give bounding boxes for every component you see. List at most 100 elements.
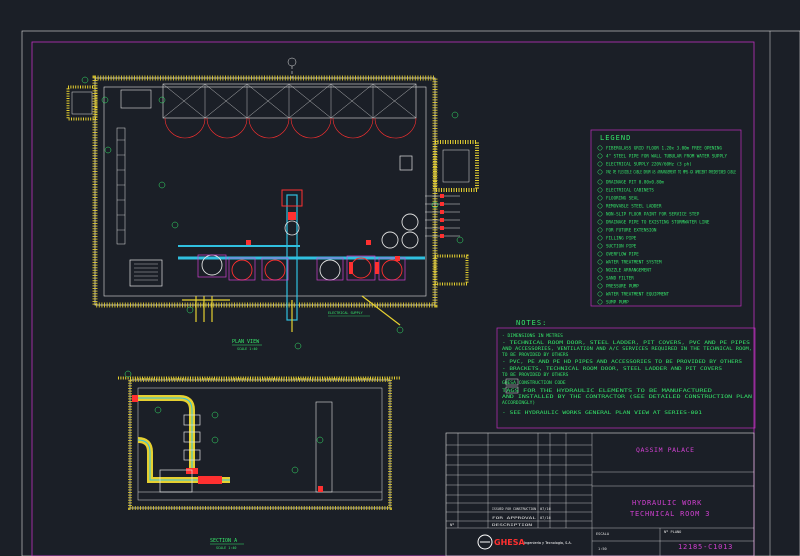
drawing-number-label: Nº PLANO — [664, 530, 681, 534]
plan-yellow-pipes — [182, 295, 401, 332]
section-balloons — [124, 370, 324, 474]
section-pump-unit — [159, 469, 193, 493]
notes-line: ACCORDINGLY) — [502, 400, 535, 406]
legend-item: FIBERGLASS GRID FLOOR 1.20x 3.00m FREE O… — [606, 146, 722, 151]
project-name: QASSIM PALACE — [636, 446, 695, 454]
notes-line: TO BE PROVIDED BY OTHERS — [502, 372, 569, 378]
plan-left-pit-inner — [71, 91, 93, 115]
legend-item: NON-SLIP FLOOR PAINT FOR SERVICE STEP — [606, 212, 700, 217]
section-view-title: SECTION A — [210, 538, 237, 544]
notes-line: TO BE PROVIDED BY OTHERS — [502, 352, 569, 358]
legend-item: ELECTRICAL SUPPLY 220V/60Hz (3 ph) — [606, 162, 692, 167]
plan-view: ELECTRICAL SUPPLY PLAN VIEW SCALE 1:40 — [66, 57, 479, 351]
legend-item: SAND FILTER — [606, 276, 634, 281]
section-main-pipe — [132, 395, 195, 470]
outer-drawing-frame — [21, 30, 800, 556]
plan-tank-box — [120, 89, 152, 109]
notes-line: GHESA CONSTRUCTION CODE — [502, 380, 566, 386]
drawing-title-line-1: HYDRAULIC WORK — [632, 499, 702, 507]
plan-cabinet-lines — [134, 263, 158, 281]
section-lower-pipe-core — [137, 439, 230, 481]
legend-item: FOR FUTURE EXTENSION — [606, 228, 657, 233]
legend-panel: LEGEND FIBERGLASS GRID FLOOR 1.20x 3.00m… — [590, 129, 742, 307]
plan-inner-wall — [103, 86, 427, 297]
section-view-scale: SCALE 1:40 — [216, 546, 236, 550]
plan-riser-valve-top — [281, 189, 303, 207]
notes-line: AND ACCESSORIES, VENTILATION AND A/C SER… — [502, 346, 752, 352]
notes-frame — [496, 327, 756, 429]
legend-item: PRESSURE PUMP — [606, 284, 639, 289]
plan-wall-hatch — [92, 75, 438, 308]
legend-swatches — [597, 145, 603, 305]
plan-electrical-cabinet — [129, 259, 163, 287]
revision-no-label: Nº — [450, 523, 454, 527]
revision-date-1: 07/16 — [540, 507, 551, 511]
legend-item: FILLING PIPE — [606, 236, 637, 241]
notes-line: - PVC, PE AND PE HD PIPES AND ACCESSORIE… — [502, 359, 742, 365]
plan-view-title: PLAN VIEW — [232, 339, 260, 345]
notes-line: AND INSTALLED BY THE CONTRACTOR (SEE DET… — [502, 394, 752, 400]
notes-line: - BRACKETS, TECHNICAL ROOM DOOR, STEEL L… — [502, 366, 722, 372]
legend-item: WATER TREATMENT SYSTEM — [606, 260, 662, 265]
plan-callout-label: ELECTRICAL SUPPLY — [328, 311, 363, 315]
company-name: Ingeniería y Tecnología, S.A. — [524, 541, 572, 545]
notes-title: NOTES: — [516, 319, 547, 327]
legend-item: SUCTION PIPE — [606, 244, 637, 249]
legend-item: ELECTRICAL CABINETS — [606, 188, 654, 193]
plan-door-swings — [164, 117, 417, 139]
plan-balloons — [81, 76, 464, 350]
plan-right-pit-inner — [442, 149, 470, 183]
drawing-scale: 1:50 — [598, 547, 607, 551]
legend-item: OVERFLOW PIPE — [606, 252, 639, 257]
plan-grid-floor — [162, 83, 417, 119]
notes-line: - SEE HYDRAULIC WORKS GENERAL PLAN VIEW … — [502, 410, 702, 416]
notes-line: TAGS FOR THE HYDRAULIC ELEMENTS TO BE MA… — [502, 388, 712, 394]
section-valves — [183, 414, 201, 461]
plan-right-pit — [433, 140, 479, 192]
revision-date-2: 07/16 — [540, 516, 551, 520]
revision-grid — [446, 433, 754, 556]
title-block-frame — [445, 432, 755, 556]
company-logo-icon — [477, 534, 493, 550]
section-wall-hatch — [128, 378, 392, 510]
section-electrical-panel — [315, 401, 333, 493]
legend-item: NOZZLE ARRANGEMENT — [606, 268, 652, 273]
plan-red-valves — [246, 212, 400, 274]
legend-item: REMOVABLE STEEL LADDER — [606, 204, 662, 209]
plan-manifold-valves — [440, 194, 444, 238]
legend-item: 4" STEEL PIPE FOR WALL TUBULAR FROM WATE… — [606, 154, 727, 159]
plan-grid-cross — [162, 83, 417, 119]
section-view: SECTION A SCALE 1:40 — [118, 370, 400, 550]
plan-section-marker-top — [287, 57, 297, 67]
drawing-title-line-2: TECHNICAL ROOM 3 — [630, 510, 710, 518]
title-block: ISSUED FOR CONSTRUCTION 07/16 FOR APPROV… — [445, 432, 755, 556]
notes-line: - TECHNICAL ROOM DOOR, STEEL LADDER, PIT… — [502, 340, 750, 346]
section-main-pipe-core — [132, 397, 193, 470]
plan-right-entry — [399, 155, 413, 171]
legend-item: DRAINAGE PIT 0.80x0.80m — [606, 180, 664, 185]
plan-right-small-pit — [433, 254, 469, 286]
ghesa-code-box — [505, 378, 519, 386]
legend-item: SUMP PUMP — [606, 300, 629, 305]
legend-item: WATER TREATMENT EQUIPMENT — [606, 292, 670, 297]
legend-item: FLOORING SEAL — [606, 196, 639, 201]
notes-line: - DIMENSIONS IN METRES — [502, 333, 563, 339]
notes-panel: NOTES: - DIMENSIONS IN METRES - TECHNICA… — [496, 319, 756, 429]
legend-title: LEGEND — [600, 134, 631, 142]
section-panel-red — [318, 486, 323, 492]
plan-left-pit — [66, 85, 98, 121]
section-inner — [137, 387, 383, 501]
plan-left-ladder-rungs — [117, 139, 125, 231]
revision-desc-2: FOR APPROVAL — [492, 516, 536, 520]
revision-desc-1: ISSUED FOR CONSTRUCTION — [492, 507, 536, 511]
drawing-number: 12185-C1013 — [678, 543, 733, 551]
sheet-border — [31, 41, 755, 556]
plan-left-ladder — [116, 127, 126, 245]
plan-view-scale: SCALE 1:40 — [237, 347, 257, 351]
tag-code-box — [505, 386, 519, 394]
legend-item: DRAINAGE PIPE TO EXISTING STORMWATER LIN… — [606, 220, 710, 225]
legend-frame — [590, 129, 742, 307]
plan-riser-gauge — [284, 220, 300, 236]
company-logo-text: GHESA — [494, 538, 525, 547]
